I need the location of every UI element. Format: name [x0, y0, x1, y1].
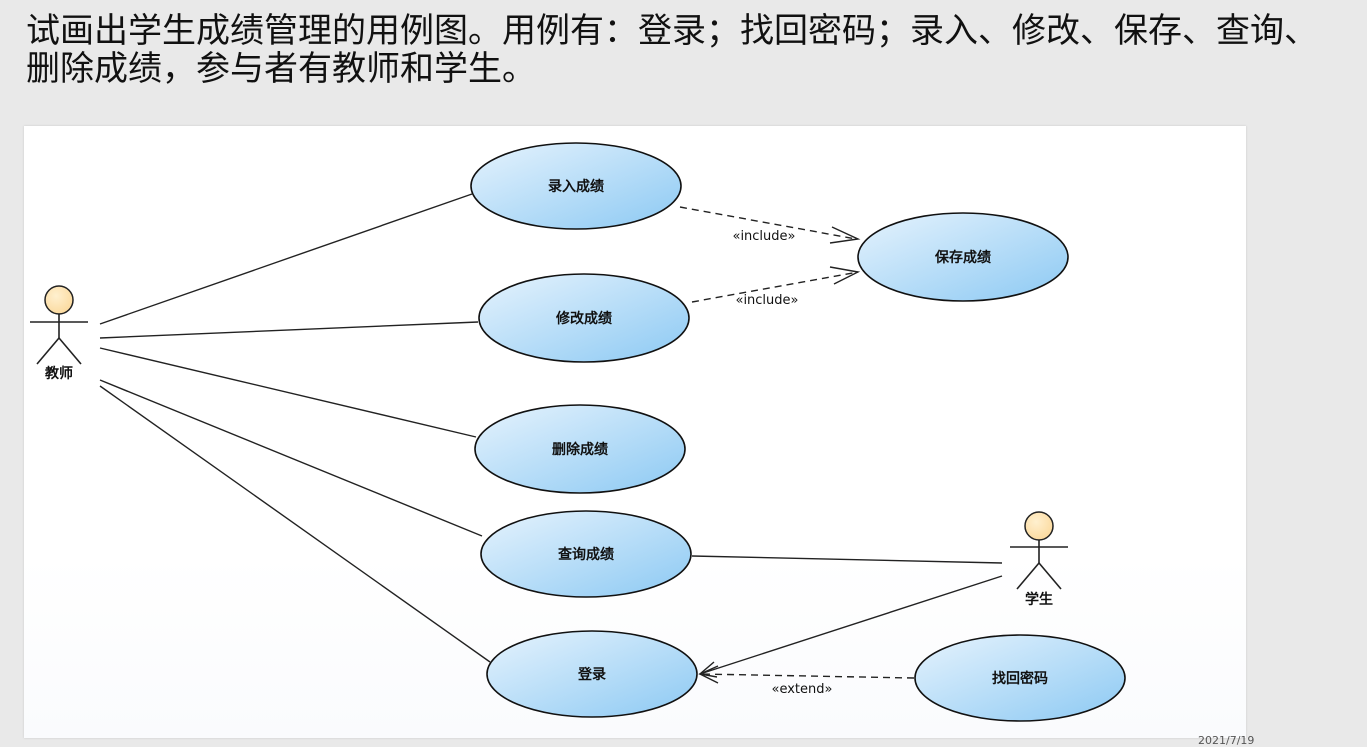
actor-teacher: 教师	[30, 285, 88, 382]
extend-recover-login-arrowhead	[698, 665, 719, 684]
use-case-enter-scores: 录入成绩	[470, 142, 682, 230]
actor-teacher-head	[44, 285, 74, 315]
actor-student-head	[1024, 511, 1054, 541]
extend-recover-login	[699, 673, 915, 679]
association-teacher-query	[99, 379, 483, 537]
association-teacher-modify	[99, 321, 479, 339]
extend-label: «extend»	[772, 682, 833, 697]
association-student-login	[699, 575, 1003, 675]
include-enter-save	[679, 206, 857, 240]
use-case-recover-password: 找回密码	[914, 634, 1126, 722]
include-label-2: «include»	[735, 293, 798, 308]
include-modify-save-arrowhead	[829, 266, 861, 285]
actor-student-label: 学生	[1025, 591, 1053, 608]
use-case-save-scores: 保存成绩	[857, 212, 1069, 302]
use-case-delete-scores-label: 删除成绩	[552, 441, 608, 458]
include-modify-save	[691, 271, 859, 303]
use-case-login-label: 登录	[577, 666, 606, 683]
use-case-modify-scores-label: 修改成绩	[555, 310, 612, 327]
use-case-delete-scores: 删除成绩	[474, 404, 686, 494]
question-text: 试画出学生成绩管理的用例图。用例有：登录；找回密码；录入、修改、保存、查询、 删…	[26, 12, 1361, 88]
association-teacher-enter	[99, 193, 473, 325]
question-line-2: 删除成绩，参与者有教师和学生。	[26, 49, 536, 89]
actor-teacher-label: 教师	[45, 365, 73, 382]
use-case-query-scores-label: 查询成绩	[558, 546, 614, 563]
slide-date: 2021/7/19	[1198, 734, 1255, 747]
include-label-1: «include»	[732, 229, 795, 244]
use-case-recover-password-label: 找回密码	[992, 670, 1048, 687]
use-case-login: 登录	[486, 630, 698, 718]
question-line-1: 试画出学生成绩管理的用例图。用例有：登录；找回密码；录入、修改、保存、查询、	[26, 11, 1318, 51]
actor-student: 学生	[1010, 511, 1068, 608]
include-enter-save-arrowhead	[829, 226, 861, 244]
use-case-save-scores-label: 保存成绩	[934, 249, 991, 266]
association-teacher-delete	[99, 347, 477, 438]
use-case-query-scores: 查询成绩	[480, 510, 692, 598]
use-case-diagram: «include» «include» «extend» 录入成绩 修改成绩 保…	[24, 126, 1246, 738]
use-case-modify-scores: 修改成绩	[478, 273, 690, 363]
use-case-diagram-canvas: «include» «include» «extend» 录入成绩 修改成绩 保…	[30, 142, 1126, 722]
association-teacher-login	[99, 385, 491, 663]
use-case-enter-scores-label: 录入成绩	[548, 178, 604, 195]
association-student-query	[691, 555, 1003, 564]
